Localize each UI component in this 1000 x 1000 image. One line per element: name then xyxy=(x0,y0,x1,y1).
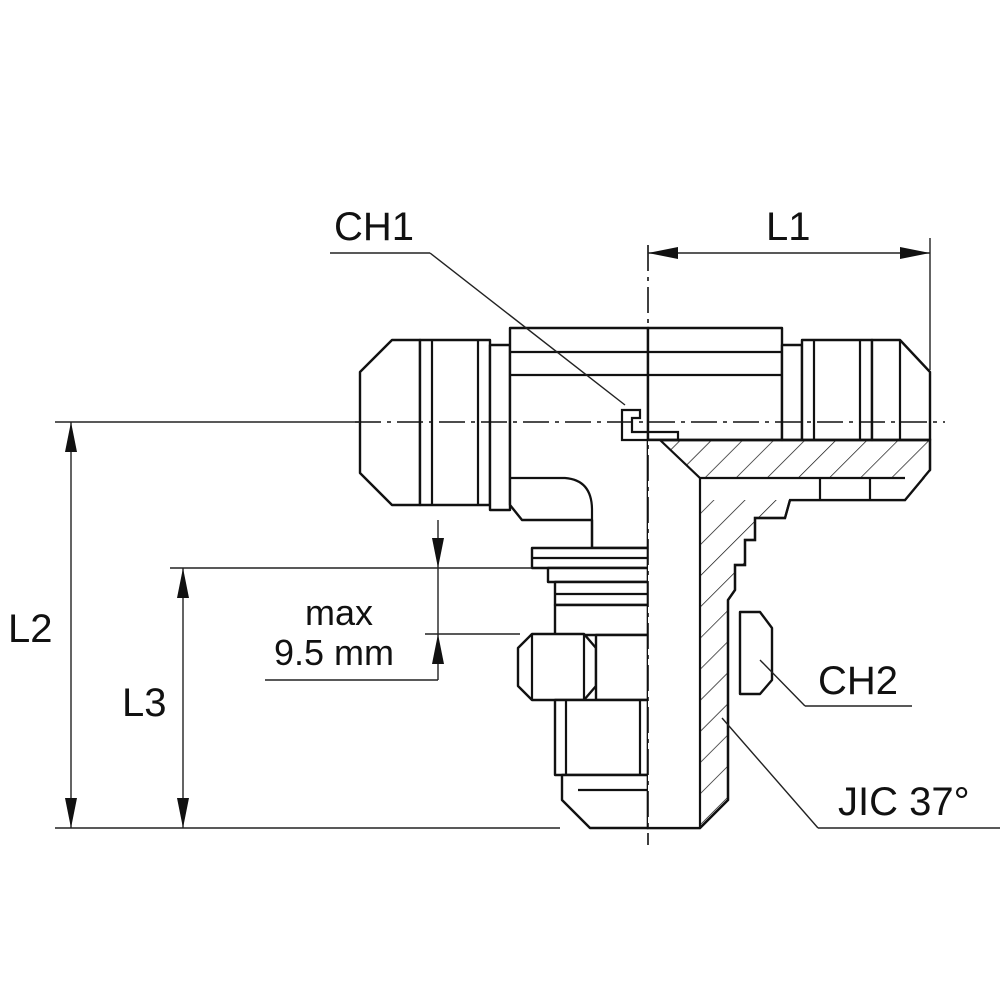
ch2-leader xyxy=(759,659,806,707)
ch2-label: CH2 xyxy=(818,659,898,703)
right-thread xyxy=(800,338,874,442)
l3-label: L3 xyxy=(122,681,167,725)
center-body-left xyxy=(508,326,650,550)
l2-label: L2 xyxy=(8,607,53,651)
max-label: max xyxy=(305,592,373,633)
jic-leader xyxy=(721,717,819,829)
l1-label: L1 xyxy=(766,205,811,249)
l3-arrow-bottom xyxy=(177,798,189,828)
max-arrow-top xyxy=(432,538,444,568)
left-shoulder xyxy=(488,343,512,512)
ch1-leader xyxy=(429,252,626,406)
l2-arrow-top xyxy=(65,422,77,452)
l3-arrow-top xyxy=(177,568,189,598)
fitting-body-right xyxy=(646,326,932,830)
jic-label: JIC 37° xyxy=(838,780,970,824)
l1-arrow-right xyxy=(900,247,930,259)
max-value-label: 9.5 mm xyxy=(274,632,394,673)
lower-flare-nose xyxy=(560,773,650,830)
l2-arrow-bottom xyxy=(65,798,77,828)
ch1-label: CH1 xyxy=(334,205,414,249)
lower-thread xyxy=(553,698,650,777)
locknut-right-section xyxy=(738,610,774,696)
fitting-body-left xyxy=(358,326,650,830)
max-arrow-bottom xyxy=(432,634,444,664)
center-symbol xyxy=(620,408,680,442)
l1-arrow-left xyxy=(648,247,678,259)
